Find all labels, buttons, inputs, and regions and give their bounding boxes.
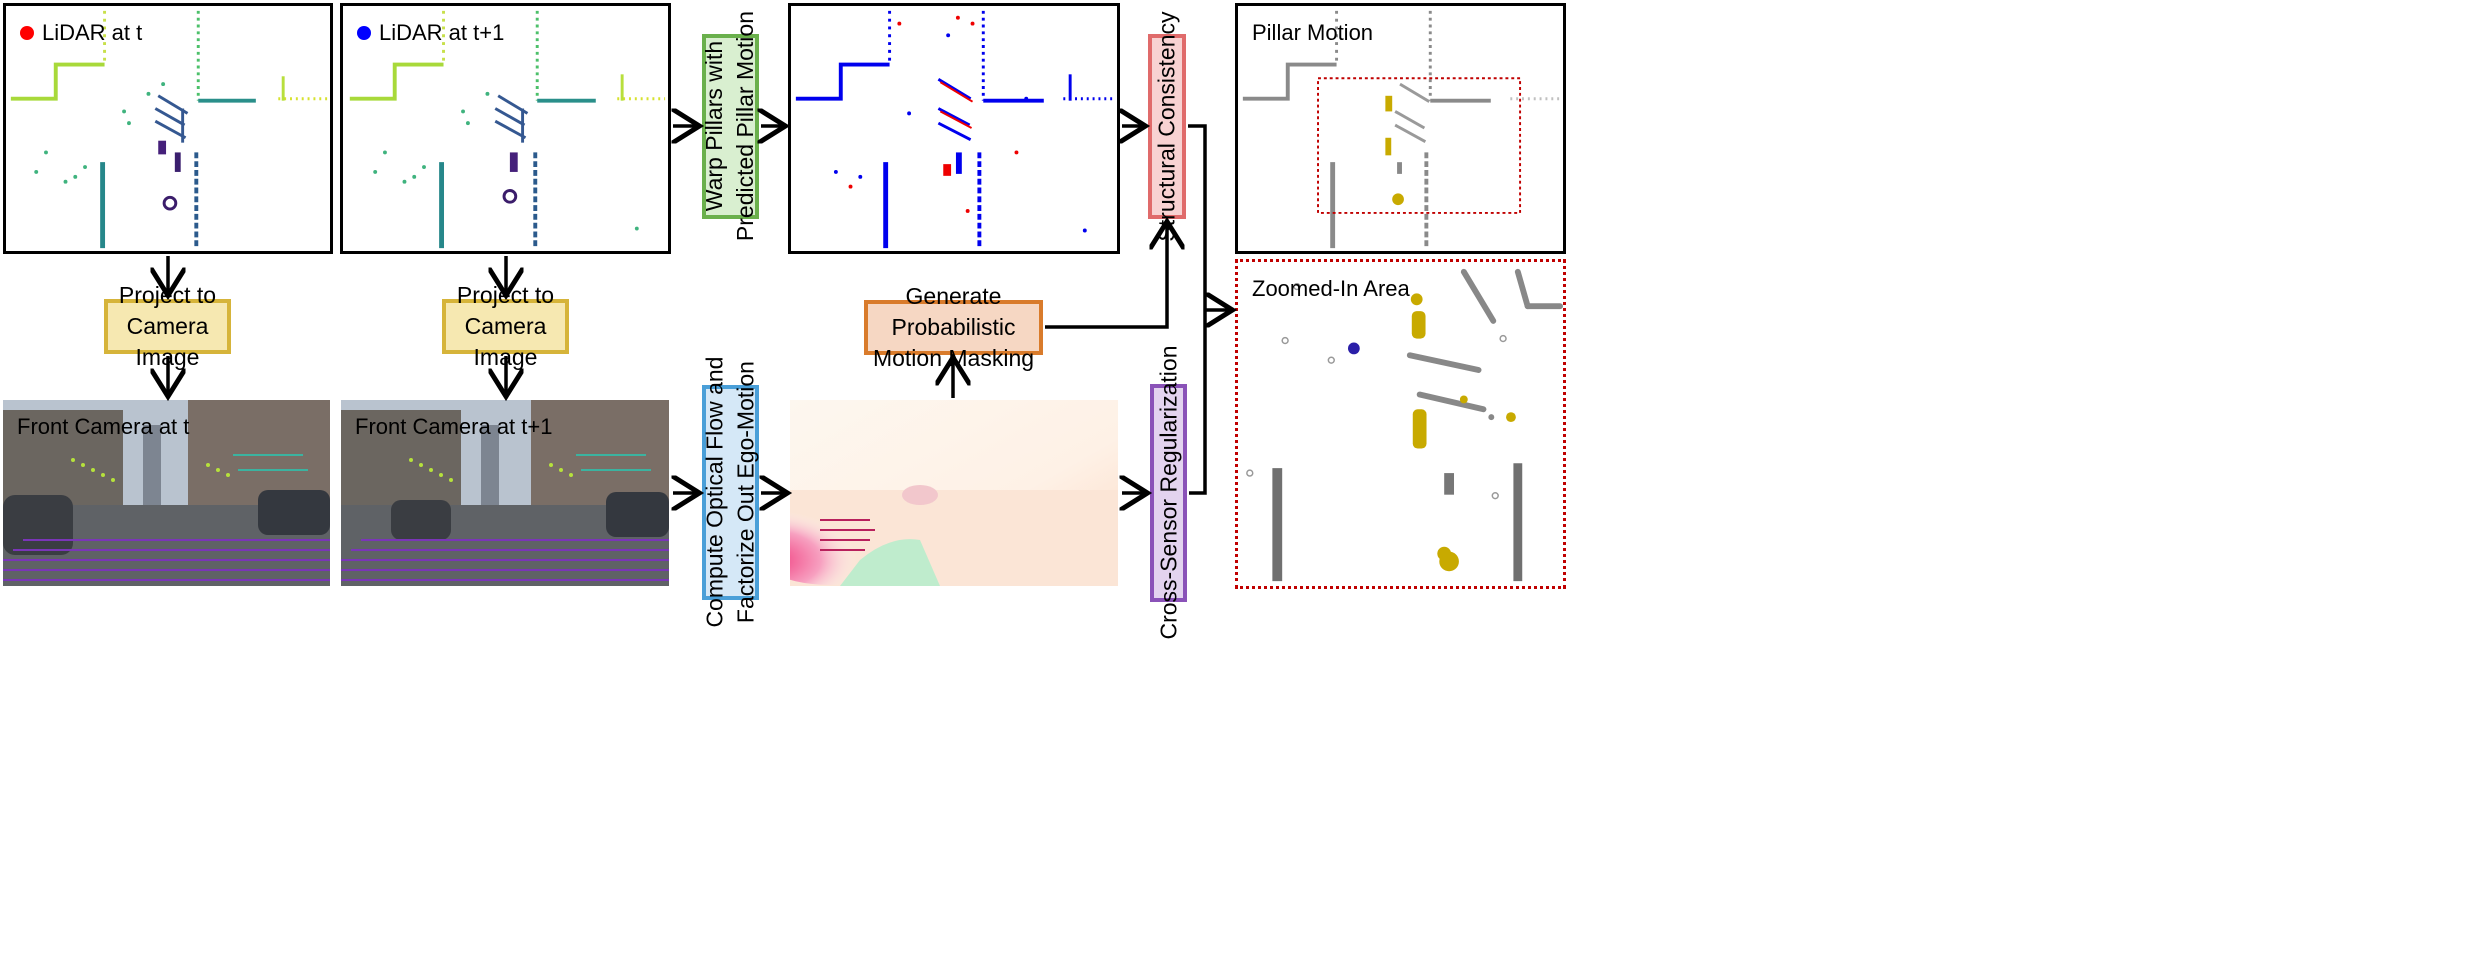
red-dot-icon	[20, 26, 34, 40]
merge-bracket	[1188, 124, 1207, 495]
zoomed-pointcloud	[1246, 268, 1563, 582]
lidar-t-pointcloud	[10, 10, 328, 249]
lidar-t1-label: LiDAR at t+1	[357, 20, 504, 46]
warped-pillars-panel	[788, 3, 1120, 254]
camera-t-label: Front Camera at t	[17, 414, 190, 439]
zoomed-in-label: Zoomed-In Area	[1252, 276, 1410, 301]
camera-t-scene	[3, 400, 330, 586]
pillar-motion-panel: Pillar Motion	[1235, 3, 1566, 254]
optical-flow-image	[790, 400, 1118, 586]
lidar-t1-panel: LiDAR at t+1	[340, 3, 671, 254]
zoom-region-frame	[1317, 77, 1522, 214]
warped-pointcloud	[795, 10, 1113, 249]
camera-t-image: Front Camera at t	[3, 400, 330, 586]
zoomed-in-panel: Zoomed-In Area	[1235, 259, 1566, 589]
cross-sensor-regularization-box: Cross-Sensor Regularization	[1150, 346, 1187, 640]
lidar-t1-pointcloud	[349, 10, 666, 249]
structural-consistency-box: Structural Consistency	[1148, 11, 1186, 242]
lidar-t-panel: LiDAR at t	[3, 3, 333, 254]
camera-t1-scene	[341, 400, 669, 586]
blue-dot-icon	[357, 26, 371, 40]
camera-t1-image: Front Camera at t+1	[341, 400, 669, 586]
pillar-motion-pointcloud	[1242, 10, 1560, 249]
lidar-t-label: LiDAR at t	[20, 20, 142, 46]
camera-t1-label: Front Camera at t+1	[355, 414, 553, 439]
pillar-motion-label: Pillar Motion	[1252, 20, 1374, 45]
